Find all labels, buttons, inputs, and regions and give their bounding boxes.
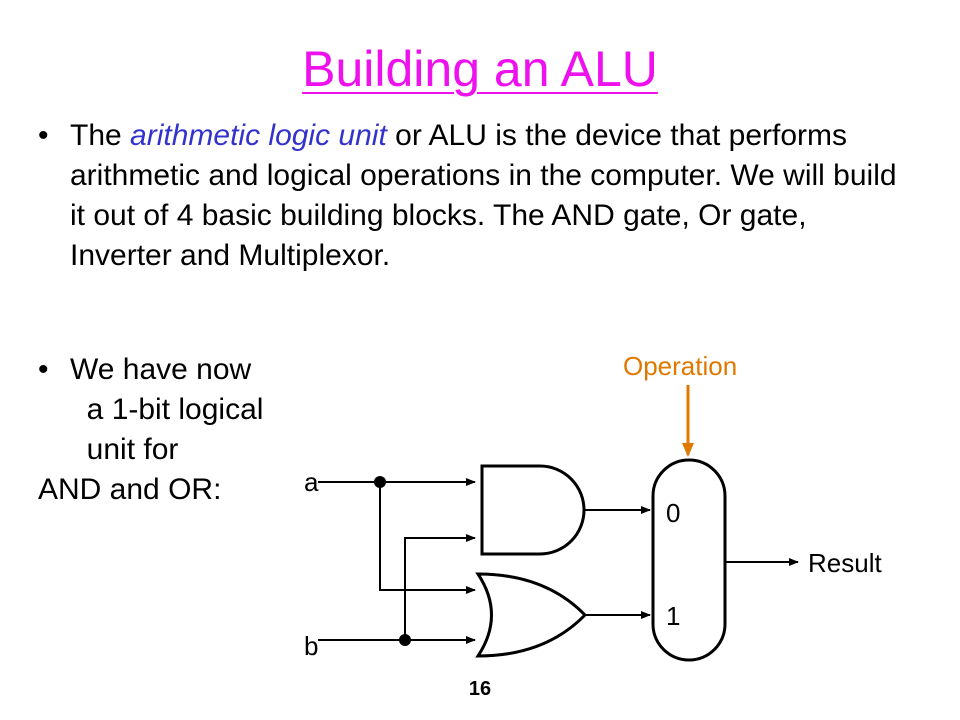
- and-gate: [480, 464, 586, 556]
- text-pre: The: [70, 119, 131, 152]
- bullet2-line-2: a 1-bit logical: [70, 393, 264, 426]
- page-number: 16: [468, 678, 492, 700]
- bullet-text: We have now a 1-bit logical unit for AND…: [38, 350, 318, 510]
- highlight-term: arithmetic logic unit: [130, 119, 387, 152]
- bullet-dot: •: [38, 119, 49, 152]
- wire-a-to-or: [379, 482, 476, 594]
- wire-b-to-and: [404, 534, 476, 640]
- result-label: Result: [808, 548, 882, 578]
- operation-label: Operation: [623, 351, 737, 381]
- or-gate: [475, 572, 588, 658]
- bullet-text: The arithmetic logic unit or ALU is the …: [70, 116, 898, 276]
- bullet-logical-unit: • We have now a 1-bit logical unit for A…: [38, 350, 318, 510]
- bullet2-line-1: We have now: [70, 353, 252, 386]
- bullet2-line-4: AND and OR:: [38, 473, 222, 506]
- input-b-label: b: [304, 631, 318, 661]
- mux-input-1-label: 1: [666, 601, 680, 631]
- mux-input-0-label: 0: [666, 498, 680, 528]
- bullet-alu-description: • The arithmetic logic unit or ALU is th…: [38, 116, 898, 276]
- input-a-label: a: [304, 467, 319, 497]
- text-post: or ALU is the device that performs arith…: [70, 119, 897, 272]
- bullet2-line-3: unit for: [70, 433, 179, 466]
- slide-title: Building an ALU: [302, 41, 658, 97]
- bullet-dot: •: [38, 353, 49, 386]
- multiplexor: [651, 458, 727, 662]
